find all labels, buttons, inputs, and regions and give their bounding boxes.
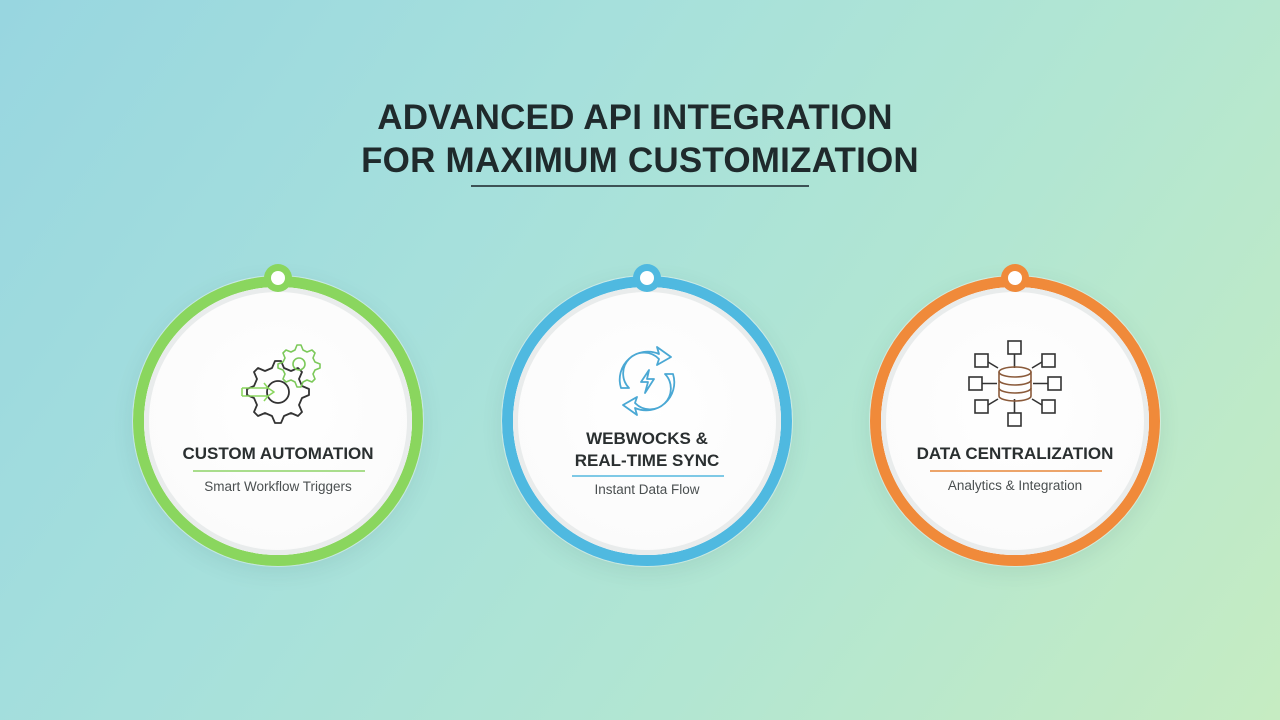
card-title: DATA CENTRALIZATION xyxy=(916,444,1114,463)
card-subtitle: Instant Data Flow xyxy=(594,482,700,497)
card-subtitle: Analytics & Integration xyxy=(947,478,1083,493)
card-title: CUSTOM AUTOMATION xyxy=(182,444,374,463)
feature-card-data-centralization: DATA CENTRALIZATION Analytics & Integrat… xyxy=(870,264,1160,566)
card-face xyxy=(513,287,781,555)
card-divider xyxy=(572,475,724,477)
title-divider xyxy=(471,185,809,187)
database-network-icon xyxy=(968,340,1062,427)
card-knob xyxy=(264,264,292,292)
card-subtitle: Smart Workflow Triggers xyxy=(204,479,352,494)
page-title-line-2: FOR MAXIMUM CUSTOMIZATION xyxy=(361,141,919,180)
sync-lightning-icon xyxy=(618,346,676,416)
card-divider xyxy=(193,470,365,472)
card-face xyxy=(144,287,412,555)
feature-card-realtime-sync: WEBWOCKS & REAL-TIME SYNC Instant Data F… xyxy=(502,264,792,566)
feature-card-custom-automation: CUSTOM AUTOMATION Smart Workflow Trigger… xyxy=(133,264,423,566)
card-divider xyxy=(930,470,1102,472)
page-title-line-1: ADVANCED API INTEGRATION xyxy=(377,98,893,137)
card-title-line-2: REAL-TIME SYNC xyxy=(574,451,720,470)
gears-arrow-icon xyxy=(241,344,321,424)
card-knob xyxy=(633,264,661,292)
card-knob xyxy=(1001,264,1029,292)
card-title-line-1: WEBWOCKS & xyxy=(586,429,708,448)
page-title: ADVANCED API INTEGRATION FOR MAXIMUM CUS… xyxy=(0,96,1280,182)
card-face xyxy=(881,287,1149,555)
